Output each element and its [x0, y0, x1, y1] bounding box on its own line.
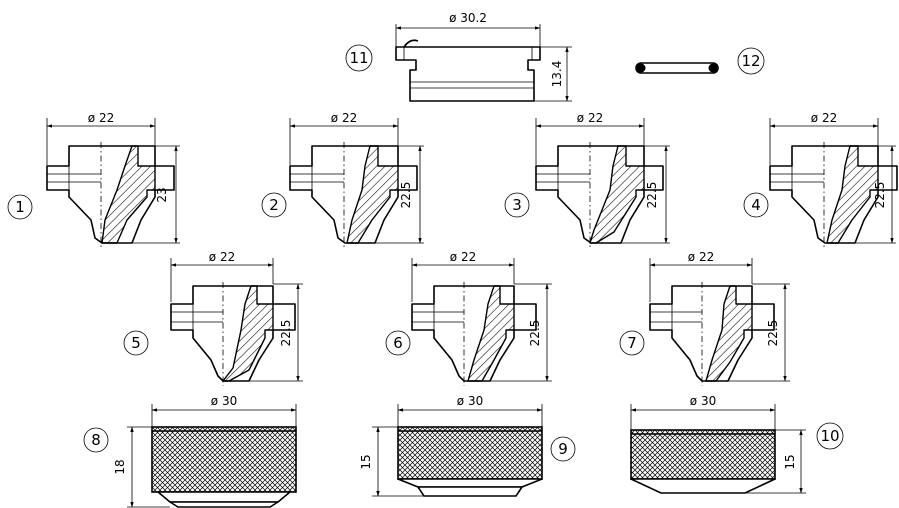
part-9-number: 9: [558, 440, 568, 458]
part-9: [397, 426, 543, 497]
part-8: [151, 426, 297, 508]
part-6-callout: 6: [385, 330, 411, 356]
part-7-callout: 7: [619, 330, 645, 356]
top-row-dimensions: [46, 118, 896, 244]
part-3-height-label: 22.5: [645, 182, 659, 209]
part-5-number: 5: [131, 334, 141, 352]
part-5-callout: 5: [123, 330, 149, 356]
part-2-callout: 2: [261, 192, 287, 218]
part-5-height-label: 22.5: [279, 320, 293, 347]
part-4-diameter-label: ø 22: [811, 111, 837, 125]
part-4-number: 4: [751, 196, 761, 214]
part-9-diameter-label: ø 30: [457, 394, 483, 408]
part-2-height-label: 22.5: [399, 182, 413, 209]
part-11-height-label: 13.4: [550, 61, 564, 88]
part-11: [395, 24, 572, 102]
part-12: [635, 62, 719, 74]
part-3-number: 3: [512, 196, 522, 214]
part-7-height-label: 22.5: [766, 320, 780, 347]
middle-row-dimensions: [170, 258, 790, 382]
part-6-diameter-label: ø 22: [450, 250, 476, 264]
part-9-callout: 9: [550, 436, 576, 462]
part-8-number: 8: [91, 431, 101, 449]
part-5-diameter-label: ø 22: [209, 250, 235, 264]
part-11-diameter-label: ø 30.2: [449, 11, 487, 25]
part-2-number: 2: [269, 196, 279, 214]
part-10-number: 10: [820, 427, 839, 445]
part-11-callout: 11: [345, 44, 373, 72]
part-9-height-label: 15: [359, 454, 373, 469]
part-4: [769, 142, 898, 248]
part-12-callout: 12: [737, 47, 765, 75]
part-1-callout: 1: [7, 194, 33, 220]
part-7-diameter-label: ø 22: [688, 250, 714, 264]
part-5: [170, 282, 296, 386]
part-2: [289, 142, 418, 248]
part-8-diameter-label: ø 30: [211, 394, 237, 408]
bottom-row-dimensions: [127, 404, 806, 508]
part-12-number: 12: [741, 52, 760, 70]
part-3-diameter-label: ø 22: [577, 111, 603, 125]
part-6-number: 6: [393, 334, 403, 352]
part-10: [630, 429, 776, 494]
part-1-number: 1: [15, 198, 25, 216]
part-1-height-label: 23: [155, 187, 169, 202]
part-1-diameter-label: ø 22: [88, 111, 114, 125]
part-3-callout: 3: [504, 192, 530, 218]
part-8-callout: 8: [83, 427, 109, 453]
part-6-height-label: 22.5: [528, 320, 542, 347]
part-10-callout: 10: [816, 422, 844, 450]
part-10-diameter-label: ø 30: [690, 394, 716, 408]
part-11-number: 11: [349, 49, 368, 67]
part-6: [411, 282, 537, 386]
part-8-height-label: 18: [113, 459, 127, 474]
part-4-height-label: 22.5: [873, 182, 887, 209]
part-1: [46, 142, 175, 248]
part-7-number: 7: [627, 334, 637, 352]
part-2-diameter-label: ø 22: [331, 111, 357, 125]
part-7: [649, 282, 775, 386]
part-3: [535, 142, 664, 248]
part-4-callout: 4: [743, 192, 769, 218]
part-10-height-label: 15: [783, 454, 797, 469]
